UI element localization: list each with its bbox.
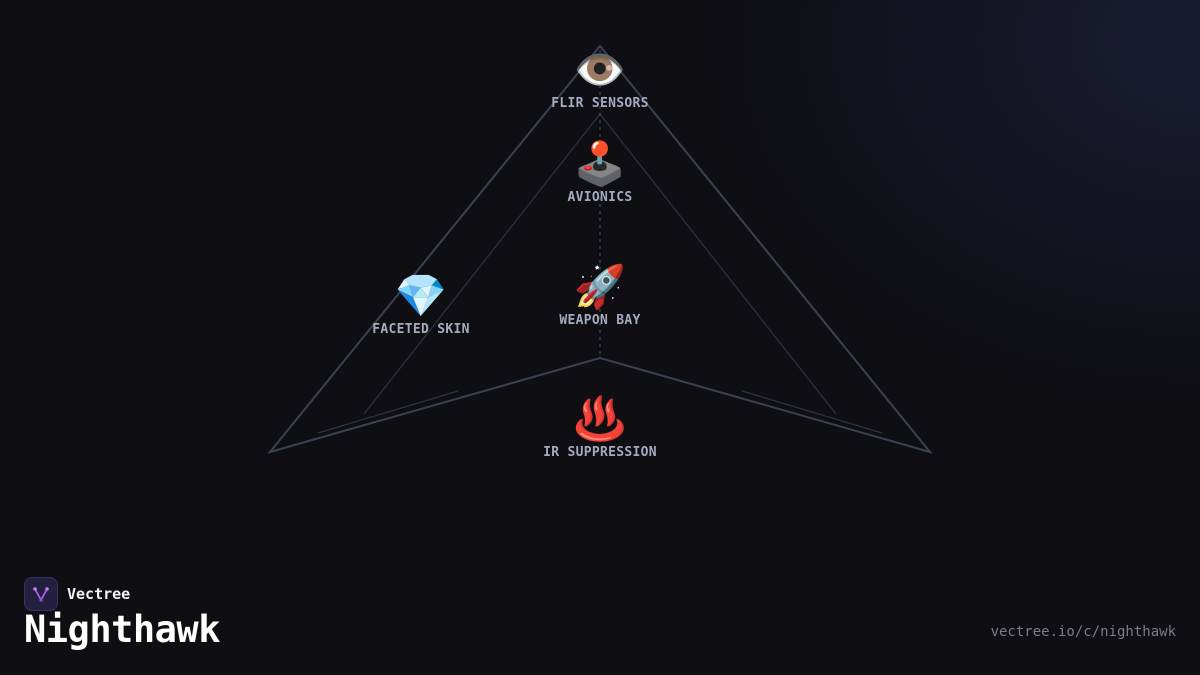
brand: Vectree — [24, 577, 130, 611]
right-ridge-line — [599, 113, 837, 415]
eye-icon: 👁️ — [573, 45, 627, 94]
brand-name: Vectree — [67, 585, 131, 603]
vectree-logo-icon — [24, 577, 58, 611]
node-label: FACETED SKIN — [372, 322, 470, 337]
node-label: IR SUPPRESSION — [543, 445, 657, 460]
outer-wing-outline — [267, 44, 933, 454]
left-trailing-detail — [317, 390, 459, 434]
left-ridge-line — [363, 113, 601, 415]
source-url[interactable]: vectree.io/c/nighthawk — [990, 624, 1176, 640]
node-avionics: 🕹️ AVIONICS — [500, 139, 700, 206]
rocket-icon: 🚀 — [573, 262, 627, 311]
node-flir-sensors: 👁️ FLIR SENSORS — [500, 45, 700, 112]
joystick-icon: 🕹️ — [573, 139, 627, 188]
node-weapon-bay: 🚀 WEAPON BAY — [500, 262, 700, 329]
node-label: WEAPON BAY — [559, 313, 641, 328]
gem-icon: 💎 — [394, 271, 448, 320]
node-ir-suppression: ♨️ IR SUPPRESSION — [500, 394, 700, 461]
hot-springs-icon: ♨️ — [573, 394, 627, 443]
right-trailing-detail — [741, 390, 883, 434]
page-title: Nighthawk — [24, 608, 220, 651]
node-label: FLIR SENSORS — [551, 96, 649, 111]
node-label: AVIONICS — [567, 190, 633, 205]
node-faceted-skin: 💎 FACETED SKIN — [321, 271, 521, 338]
